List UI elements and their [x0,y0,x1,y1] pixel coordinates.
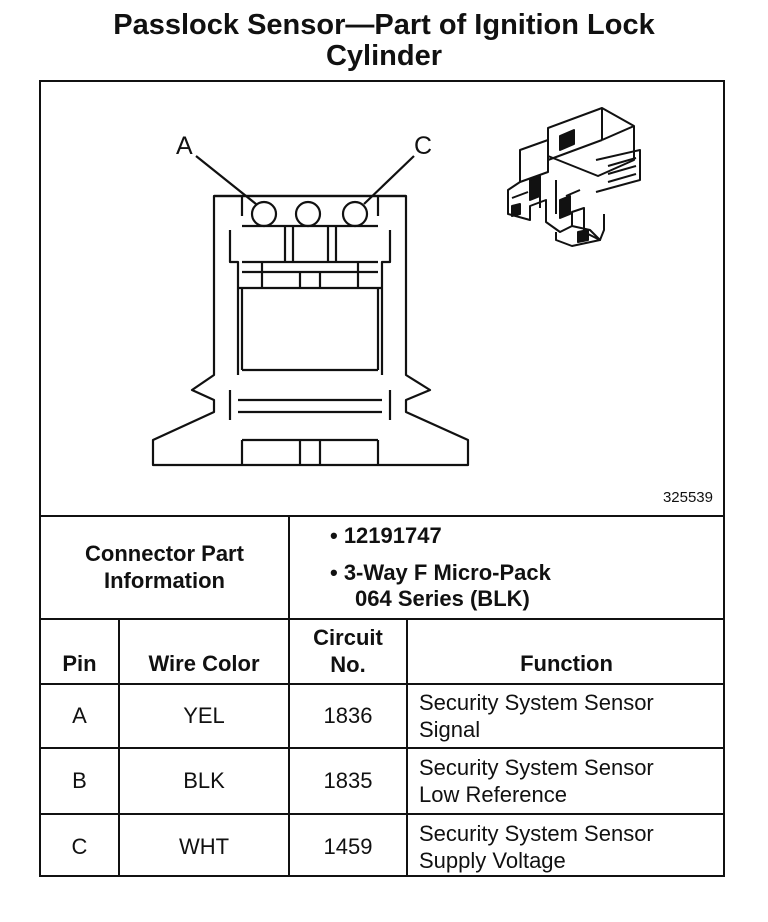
function-line-1: Security System Sensor [419,821,654,846]
table-row-pin: B [72,768,87,793]
table-row-function: Security System Sensor Signal [419,689,654,743]
header-circuit-no: Circuit No. [290,624,406,678]
connector-info-divider [288,515,290,619]
page-title: Passlock Sensor—Part of Ignition Lock Cy… [0,10,768,72]
table-row-wire-color: BLK [183,768,225,793]
pin-c-cavity [341,200,369,228]
connector-info-label: Connector Part Information [41,540,288,594]
connector-isometric-illustration [507,107,641,247]
connector-type: • 3-Way F Micro-Pack [330,560,551,585]
diagram-frame [39,80,725,877]
table-row-function: Security System Sensor Supply Voltage [419,820,654,874]
header-wire-color: Wire Color [148,651,260,676]
table-row-pin: C [71,834,88,859]
header-circuit-line-1: Circuit [313,625,383,650]
header-bottom-border [39,683,725,685]
connector-info-label-line-1: Connector Part [85,541,244,566]
table-row-wire-color: WHT [178,834,230,859]
title-line-2: Cylinder [325,40,443,72]
col-divider-pin [118,618,120,877]
table-row-circuit: 1835 [323,768,373,793]
function-line-2: Low Reference [419,782,567,807]
connector-body-outline [151,194,470,467]
col-divider-circuit [406,618,408,877]
header-circuit-line-2: No. [330,652,366,677]
table-divider [39,618,725,620]
table-top-border [39,515,725,517]
function-line-1: Security System Sensor [419,690,654,715]
row-divider [39,747,725,749]
function-line-2: Signal [419,717,481,742]
header-function: Function [520,651,613,676]
col-divider-wire [288,618,290,877]
connector-info-label-line-2: Information [104,568,225,593]
pin-label-a: A [176,132,193,160]
table-row-wire-color: YEL [183,703,225,728]
pin-label-c: C [414,132,433,160]
part-number: • 12191747 [330,523,442,548]
title-line-1: Passlock Sensor—Part of Ignition Lock [113,9,655,41]
table-row-circuit: 1459 [323,834,373,859]
row-divider [39,813,725,815]
header-pin: Pin [62,651,97,676]
pin-a-cavity [250,200,278,228]
table-row-pin: A [72,703,87,728]
pin-b-cavity [294,200,322,228]
function-line-1: Security System Sensor [419,755,654,780]
figure-id: 325539 [662,489,713,506]
table-row-function: Security System Sensor Low Reference [419,754,654,808]
table-row-circuit: 1836 [323,703,373,728]
function-line-2: Supply Voltage [419,848,566,873]
connector-series: 064 Series (BLK) [355,586,530,611]
